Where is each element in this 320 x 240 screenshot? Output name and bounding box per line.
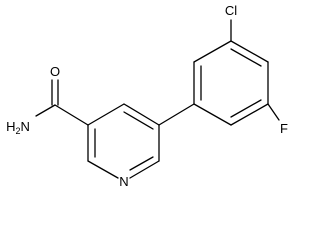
bond-biaryl bbox=[158, 103, 195, 126]
bond-carbonyl-n bbox=[35, 104, 56, 117]
pyridine-ring bbox=[87, 103, 160, 179]
bond-n-c2 bbox=[87, 160, 119, 179]
bond-c4-c5 bbox=[87, 103, 125, 126]
bond-p2-p3 bbox=[193, 40, 232, 63]
structure-canvas: O H2N N Cl F bbox=[6, 3, 288, 189]
molecule-diagram: O H2N N Cl F bbox=[6, 3, 288, 189]
bond-ring-carbonyl bbox=[54, 104, 89, 126]
atom-amide-nitrogen: H2N bbox=[6, 119, 30, 136]
bond-p5-p6 bbox=[230, 103, 269, 126]
atom-fluorine: F bbox=[280, 121, 288, 136]
bond-c1-n-inner bbox=[129, 156, 154, 171]
atom-labels: O H2N N Cl F bbox=[6, 3, 288, 189]
atom-ring-nitrogen: N bbox=[119, 174, 128, 189]
bond-c1-n bbox=[129, 160, 160, 179]
bond-c-f bbox=[267, 103, 280, 121]
atom-oxygen: O bbox=[50, 64, 60, 79]
bond-p3-p4-inner bbox=[230, 48, 262, 67]
bond-p6-p1 bbox=[193, 103, 232, 126]
bond-p5-p6-inner bbox=[230, 99, 262, 118]
phenyl-ring bbox=[193, 40, 269, 126]
bond-c5-c6 bbox=[123, 103, 160, 126]
bond-p3-p4 bbox=[230, 40, 269, 63]
atom-chlorine: Cl bbox=[225, 3, 237, 18]
bond-c5-c6-inner bbox=[123, 111, 154, 130]
carboxamide-group bbox=[35, 79, 89, 126]
